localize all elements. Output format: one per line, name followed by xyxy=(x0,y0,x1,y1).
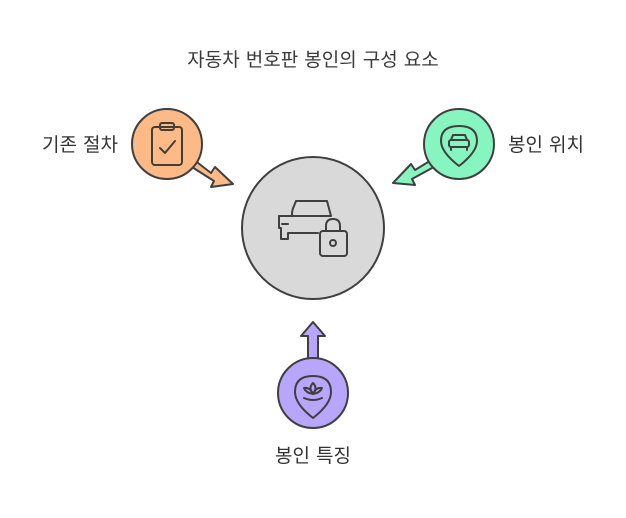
label-existing-procedure: 기존 절차 xyxy=(42,134,118,156)
node-seal-location xyxy=(423,108,495,180)
node-circle xyxy=(423,108,495,180)
label-seal-features: 봉인 특징 xyxy=(275,445,351,467)
center-circle xyxy=(241,156,385,300)
location-car-icon xyxy=(440,125,478,167)
center-node xyxy=(241,156,385,300)
car-lock-icon xyxy=(278,200,348,257)
node-circle xyxy=(131,108,203,180)
clipboard-check-icon xyxy=(151,122,183,166)
node-existing-procedure xyxy=(131,108,203,180)
label-seal-location: 봉인 위치 xyxy=(508,134,584,156)
node-seal-features xyxy=(277,357,349,429)
location-lotus-icon xyxy=(294,375,332,419)
diagram-title: 자동차 번호판 봉인의 구성 요소 xyxy=(187,49,438,71)
